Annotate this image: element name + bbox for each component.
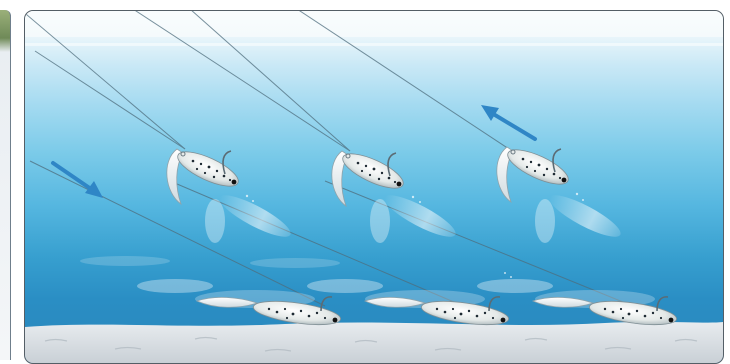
seabed [25, 322, 723, 363]
rising-lure [497, 143, 573, 202]
down-right-arrow [53, 163, 103, 198]
up-left-arrow [481, 105, 535, 139]
underwater-illustration [24, 10, 724, 364]
neighbor-panel-edge [0, 10, 11, 360]
illustration-svg [25, 11, 723, 363]
water-surface [25, 11, 723, 37]
bottom-lure [197, 297, 342, 329]
motion-blur-streaks [80, 188, 655, 308]
rising-lure [167, 145, 243, 204]
